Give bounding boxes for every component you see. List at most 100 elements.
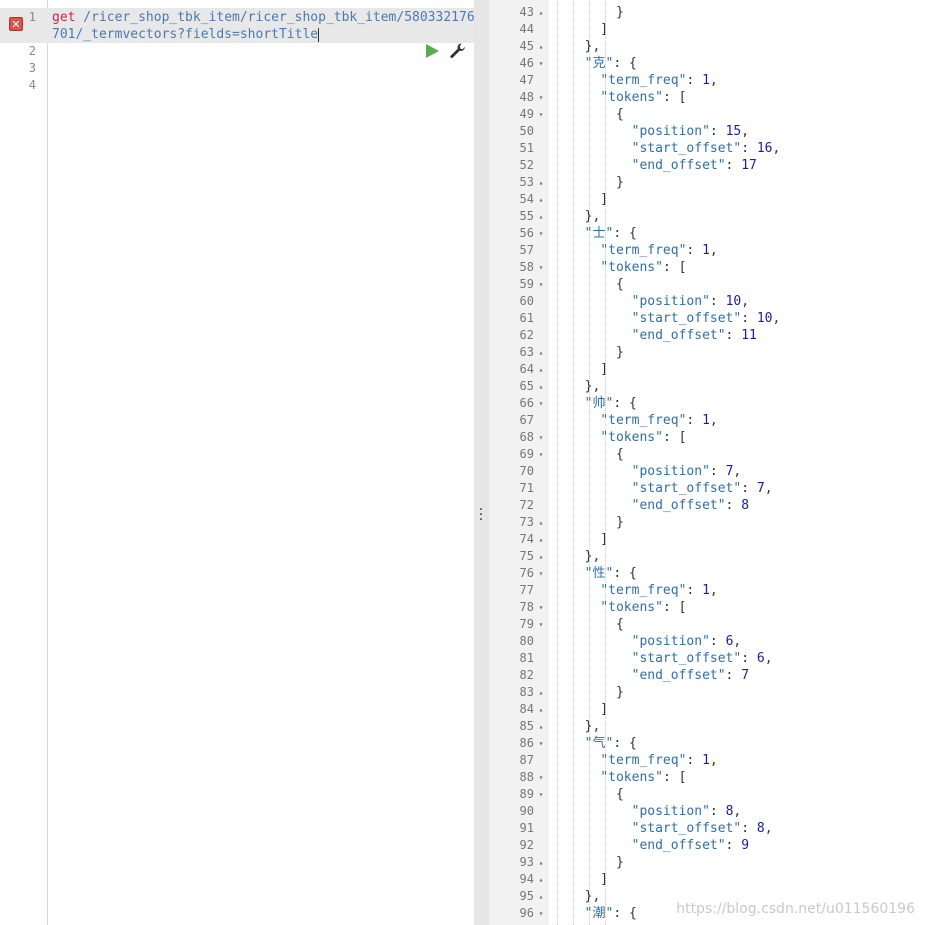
resize-grip-icon[interactable]: ··· [478, 502, 484, 528]
fold-close-icon[interactable]: ▴ [538, 552, 544, 561]
fold-close-icon[interactable]: ▴ [538, 518, 544, 527]
line-number: 85 [519, 719, 534, 733]
line-number: 86 [519, 736, 534, 750]
code-text: }, [569, 209, 601, 224]
wrench-icon[interactable] [449, 42, 467, 60]
response-line: 60 "position": 10, [489, 293, 925, 310]
line-number: 47 [519, 73, 534, 87]
fold-open-icon[interactable]: ▾ [538, 59, 544, 68]
request-editor[interactable]: ✕ 1 2 3 4 get /ricer_shop_tbk_item/ricer… [0, 0, 475, 925]
fold-close-icon[interactable]: ▴ [538, 8, 544, 17]
fold-open-icon[interactable]: ▾ [538, 263, 544, 272]
fold-open-icon[interactable]: ▾ [538, 773, 544, 782]
line-number: 92 [519, 838, 534, 852]
line-number: 79 [519, 617, 534, 631]
line-number: 94 [519, 872, 534, 886]
fold-close-icon[interactable]: ▴ [538, 178, 544, 187]
pane-resizer[interactable] [474, 0, 489, 925]
response-line: 92 "end_offset": 9 [489, 837, 925, 854]
response-line: 52 "end_offset": 17 [489, 157, 925, 174]
line-number: 96 [519, 906, 534, 920]
fold-close-icon[interactable]: ▴ [538, 382, 544, 391]
code-text: } [569, 345, 624, 360]
fold-close-icon[interactable]: ▴ [538, 688, 544, 697]
response-line: 53▴ } [489, 174, 925, 191]
code-text: "tokens": [ [600, 600, 687, 615]
fold-close-icon[interactable]: ▴ [538, 875, 544, 884]
text-cursor [318, 27, 320, 42]
fold-open-icon[interactable]: ▾ [538, 110, 544, 119]
code-text: { [569, 447, 624, 462]
code-text: "气": { [584, 736, 637, 751]
response-line: 95▴ }, [489, 888, 925, 905]
fold-close-icon[interactable]: ▴ [538, 892, 544, 901]
code-text: "克": { [584, 56, 637, 71]
code-text: }, [569, 39, 601, 54]
code-text: "帅": { [584, 396, 637, 411]
response-line: 85▴ }, [489, 718, 925, 735]
line-number: 58 [519, 260, 534, 274]
play-icon[interactable] [426, 44, 439, 58]
line-number: 61 [519, 311, 534, 325]
code-text: } [569, 515, 624, 530]
fold-open-icon[interactable]: ▾ [538, 790, 544, 799]
code-text: ] [569, 872, 609, 887]
fold-close-icon[interactable]: ▴ [538, 348, 544, 357]
fold-open-icon[interactable]: ▾ [538, 280, 544, 289]
fold-open-icon[interactable]: ▾ [538, 450, 544, 459]
fold-close-icon[interactable]: ▴ [538, 365, 544, 374]
response-line: 77 "term_freq": 1, [489, 582, 925, 599]
code-text: { [569, 617, 624, 632]
line-number: 2 [28, 44, 36, 58]
code-text: "term_freq": 1, [600, 583, 718, 598]
fold-open-icon[interactable]: ▾ [538, 739, 544, 748]
code-text: "tokens": [ [600, 770, 687, 785]
fold-close-icon[interactable]: ▴ [538, 42, 544, 51]
code-text: "position": 8, [631, 804, 742, 819]
code-text: "term_freq": 1, [600, 73, 718, 88]
fold-close-icon[interactable]: ▴ [538, 858, 544, 867]
response-viewer: 43▴ }44 ]45▴ },46▾ "克": {47 "term_freq":… [489, 0, 925, 925]
fold-open-icon[interactable]: ▾ [538, 93, 544, 102]
response-line: 91 "start_offset": 8, [489, 820, 925, 837]
response-line: 69▾ { [489, 446, 925, 463]
response-line: 68▾ "tokens": [ [489, 429, 925, 446]
response-line: 73▴ } [489, 514, 925, 531]
code-text: "end_offset": 7 [631, 668, 750, 683]
code-text: "end_offset": 17 [631, 158, 757, 173]
request-path-part-1: /ricer_shop_tbk_item/ricer_shop_tbk_item… [75, 10, 475, 25]
fold-open-icon[interactable]: ▾ [538, 620, 544, 629]
fold-open-icon[interactable]: ▾ [538, 399, 544, 408]
code-text: ] [569, 362, 609, 377]
fold-close-icon[interactable]: ▴ [538, 535, 544, 544]
request-line-2[interactable]: 701/_termvectors?fields=shortTitle [52, 26, 320, 43]
code-text: "position": 7, [631, 464, 742, 479]
response-line: 65▴ }, [489, 378, 925, 395]
fold-close-icon[interactable]: ▴ [538, 195, 544, 204]
line-number: 4 [28, 78, 36, 92]
fold-open-icon[interactable]: ▾ [538, 569, 544, 578]
line-number: 82 [519, 668, 534, 682]
indent-guide [605, 0, 607, 925]
fold-open-icon[interactable]: ▾ [538, 229, 544, 238]
fold-open-icon[interactable]: ▾ [538, 909, 544, 918]
line-number: 56 [519, 226, 534, 240]
fold-open-icon[interactable]: ▾ [538, 433, 544, 442]
response-line: 64 ▴ ] [489, 361, 925, 378]
code-text: "end_offset": 9 [631, 838, 750, 853]
close-icon[interactable]: ✕ [9, 17, 23, 31]
line-number: 63 [519, 345, 534, 359]
line-number: 64 [519, 362, 534, 376]
request-line-1[interactable]: get /ricer_shop_tbk_item/ricer_shop_tbk_… [52, 9, 475, 26]
response-line: 88▾ "tokens": [ [489, 769, 925, 786]
line-number: 80 [519, 634, 534, 648]
fold-close-icon[interactable]: ▴ [538, 705, 544, 714]
line-number: 65 [519, 379, 534, 393]
response-line: 55▴ }, [489, 208, 925, 225]
code-text: ] [569, 22, 609, 37]
fold-open-icon[interactable]: ▾ [538, 603, 544, 612]
response-line: 43▴ } [489, 4, 925, 21]
code-text: "tokens": [ [600, 90, 687, 105]
fold-close-icon[interactable]: ▴ [538, 212, 544, 221]
fold-close-icon[interactable]: ▴ [538, 722, 544, 731]
